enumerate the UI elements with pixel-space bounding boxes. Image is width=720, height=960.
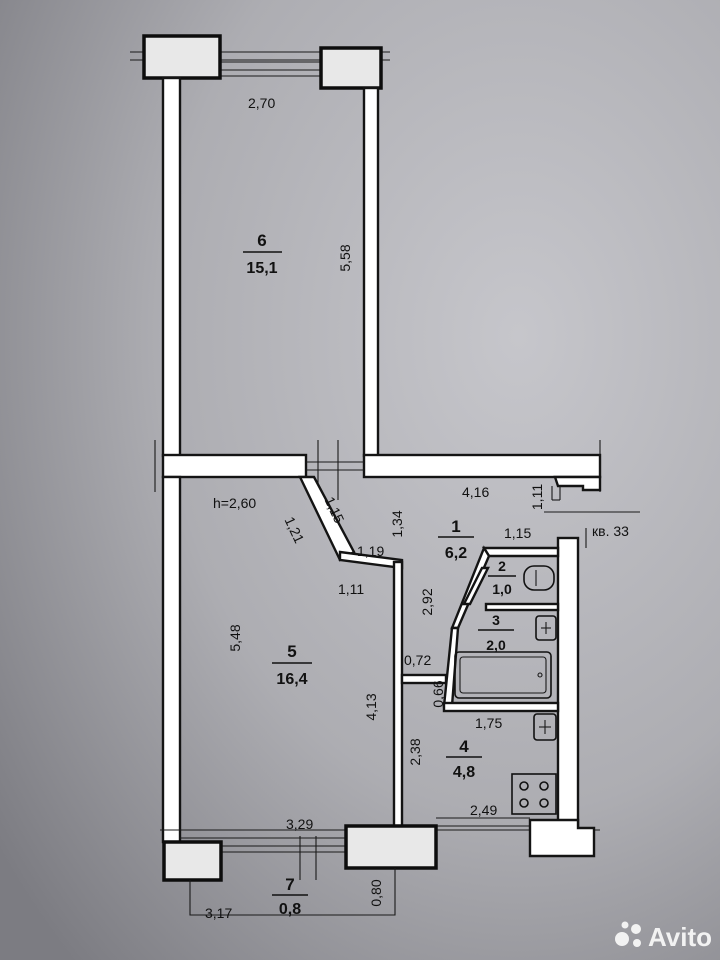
dimension-label: 4,13 <box>363 693 379 720</box>
bathroom-block <box>442 545 560 713</box>
dimension-label: 3,29 <box>286 816 313 832</box>
room-6-area: 15,1 <box>246 260 277 277</box>
dimension-label: 3,17 <box>205 905 232 921</box>
dimension-label: 5,58 <box>337 244 353 271</box>
wall <box>392 560 404 830</box>
dimension-label: 2,38 <box>407 738 423 765</box>
dimension-label: 1,34 <box>389 510 405 537</box>
wall <box>553 475 602 492</box>
dimension-label: 1,75 <box>475 715 502 731</box>
dimension-label: 2,70 <box>248 95 275 111</box>
balcony-outline <box>189 868 396 916</box>
wall <box>362 86 380 458</box>
room-4-area: 4,8 <box>453 764 475 781</box>
dimension-label: 2,49 <box>470 802 497 818</box>
dimension-label: 2,92 <box>419 588 435 615</box>
bathtub-icon <box>454 651 552 699</box>
avito-watermark: Avito <box>615 921 712 952</box>
dimension-label: 0,66 <box>430 680 446 707</box>
room-5-area: 16,4 <box>276 671 307 688</box>
dimension-label: 1,15 <box>504 525 531 541</box>
apartment-label: кв. 33 <box>592 523 629 539</box>
wall <box>462 566 490 606</box>
wall <box>556 536 580 830</box>
wall-pier <box>142 34 222 80</box>
dimension-label: 5,48 <box>227 624 243 651</box>
right-boundary <box>544 475 640 830</box>
wall <box>484 602 560 612</box>
watermark-text: Avito <box>648 922 712 952</box>
room-2-number: 2 <box>498 558 506 574</box>
dimension-label: 0,72 <box>404 652 431 668</box>
wall <box>481 546 560 558</box>
dimension-label: 4,16 <box>462 484 489 500</box>
room-5-number: 5 <box>287 642 296 661</box>
room-5-walls <box>161 475 404 844</box>
room-4-number: 4 <box>459 737 469 756</box>
wall <box>528 818 596 858</box>
wall-pier <box>319 46 383 90</box>
room-1-area: 6,2 <box>445 545 467 562</box>
bottom-walls <box>160 817 600 916</box>
dimension-label: 1,19 <box>357 543 384 559</box>
dimension-label: 1,11 <box>338 581 364 597</box>
wall <box>161 453 308 479</box>
toilet-icon <box>523 565 555 591</box>
wall <box>298 475 356 562</box>
room-6-walls <box>130 34 390 458</box>
wall-pier <box>344 824 438 870</box>
room-7-area: 0,8 <box>279 901 301 918</box>
wall <box>161 475 182 844</box>
wall-pier <box>162 840 223 882</box>
room-labels: 6 15,1 5 16,4 1 6,2 2 1,0 3 2,0 4 4,8 7 … <box>243 231 516 918</box>
room-6-number: 6 <box>257 231 266 250</box>
room-3-number: 3 <box>492 612 500 628</box>
wall <box>161 76 182 458</box>
ceiling-height-label: h=2,60 <box>213 495 256 511</box>
dimension-labels: 2,70 5,58 4,16 1,11 1,15 1,21 1,15 1,34 … <box>205 95 545 921</box>
wall <box>362 453 602 479</box>
sink-icon <box>535 615 557 641</box>
middle-partition <box>154 440 602 500</box>
room-2-area: 1,0 <box>492 581 512 597</box>
kitchen-sink-icon <box>533 713 557 741</box>
dimension-label: 0,80 <box>368 879 384 906</box>
wall <box>400 673 448 685</box>
room-7-number: 7 <box>285 875 294 894</box>
wall <box>442 701 560 713</box>
room-3-area: 2,0 <box>486 637 506 653</box>
kitchen-fixtures <box>400 673 557 815</box>
room-1-number: 1 <box>451 517 460 536</box>
dimension-label: 1,11 <box>529 484 545 510</box>
stove-icon <box>511 773 557 815</box>
avito-logo-icon <box>615 921 641 947</box>
